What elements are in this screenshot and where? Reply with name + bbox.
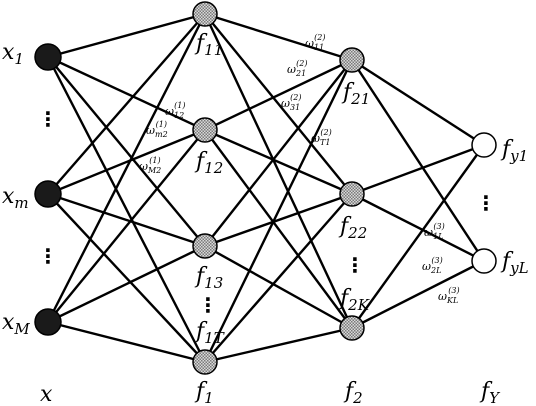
- node-label-f13: f13: [194, 264, 223, 292]
- edge-xm-f11: [47, 13, 206, 195]
- weight-label-w12-1: ω12(1): [165, 101, 186, 120]
- edge-f13-f22: [204, 192, 353, 248]
- weight-label-w1L-3: ω1L(3): [424, 222, 445, 241]
- edge-f21-fyL: [350, 59, 486, 262]
- node-fy1: [471, 132, 497, 158]
- node-label-x1: x1: [2, 40, 24, 68]
- node-label-fyL: fyL: [500, 249, 529, 277]
- node-label-f12: f12: [194, 149, 223, 177]
- edge-xM-f11: [46, 13, 207, 323]
- edge-x1-f13: [47, 56, 206, 247]
- node-label-xM: xM: [2, 310, 30, 338]
- edge-f1T-f21: [203, 59, 354, 363]
- edge-f22-fy1: [351, 143, 485, 196]
- node-label-xm: xm: [2, 184, 29, 212]
- weight-label-wM2-1: ωM2(1): [139, 156, 161, 175]
- edge-f13-f21: [204, 59, 353, 247]
- layer-label-input: x: [40, 382, 53, 406]
- layer-label-hidden2: f2: [343, 379, 363, 406]
- node-label-fy1: fy1: [500, 137, 528, 165]
- node-label-f11: f11: [194, 31, 223, 59]
- ellipsis-hidden2: ⋮: [345, 253, 365, 277]
- node-xM: [34, 308, 62, 336]
- node-f11: [192, 1, 218, 27]
- edge-f12-f22: [204, 128, 353, 196]
- edge-f11-f2K: [203, 13, 354, 329]
- edge-x1-f12: [47, 55, 206, 132]
- node-label-f22: f22: [338, 214, 367, 242]
- nodes: [34, 1, 497, 375]
- node-f22: [339, 181, 365, 207]
- node-label-f1T: f1T: [194, 319, 225, 347]
- node-xm: [34, 180, 62, 208]
- edge-f2K-fyL: [351, 259, 485, 330]
- weight-label-wm2-1: ωm2(1): [146, 120, 168, 139]
- ellipsis-input-lower: ⋮: [38, 244, 58, 268]
- node-x1: [34, 43, 62, 71]
- edge-xm-f13: [47, 192, 206, 248]
- edge-f12-f2K: [204, 129, 353, 329]
- ellipsis-hidden1: ⋮: [198, 293, 218, 317]
- edge-f1T-f22: [204, 193, 353, 363]
- edge-f12-f21: [204, 58, 353, 132]
- connections: [46, 12, 486, 364]
- edge-x1-f11: [47, 12, 206, 59]
- node-f21: [339, 47, 365, 73]
- edge-f11-f22: [204, 13, 353, 195]
- edge-xM-f13: [47, 244, 206, 324]
- node-label-f21: f21: [341, 80, 370, 108]
- edge-xM-f12: [47, 129, 206, 323]
- edge-f22-fyL: [351, 192, 485, 263]
- ellipsis-output: ⋮: [476, 191, 496, 215]
- node-fyL: [471, 248, 497, 274]
- node-f1T: [192, 349, 218, 375]
- node-f13: [192, 233, 218, 259]
- node-f12: [192, 117, 218, 143]
- edge-xM-f1T: [47, 320, 206, 364]
- edge-f13-f2K: [204, 244, 353, 330]
- weight-label-wKL-3: ωKL(3): [438, 286, 460, 305]
- weight-label-w21-2: ω21(2): [287, 59, 308, 78]
- weight-label-wT1-2: ωT1(2): [311, 128, 332, 147]
- weight-label-w31-2: ω31(2): [281, 93, 302, 112]
- edge-f11-f21: [204, 12, 353, 62]
- edge-xm-f1T: [47, 193, 206, 363]
- edge-f2K-fy1: [351, 144, 485, 329]
- layer-label-hidden1: f1: [194, 379, 214, 406]
- weight-label-w11-2: ω11(2): [305, 33, 326, 52]
- edge-xm-f12: [47, 128, 206, 196]
- node-label-f2K: f2K: [338, 286, 370, 314]
- edge-x1-f1T: [46, 56, 207, 363]
- weight-label-w2L-3: ω2L(3): [422, 256, 443, 275]
- layer-label-output: fY: [479, 379, 501, 406]
- node-f2K: [339, 315, 365, 341]
- edge-f1T-f2K: [204, 326, 353, 364]
- ellipsis-input-upper: ⋮: [38, 107, 58, 131]
- edge-f21-fy1: [351, 58, 485, 147]
